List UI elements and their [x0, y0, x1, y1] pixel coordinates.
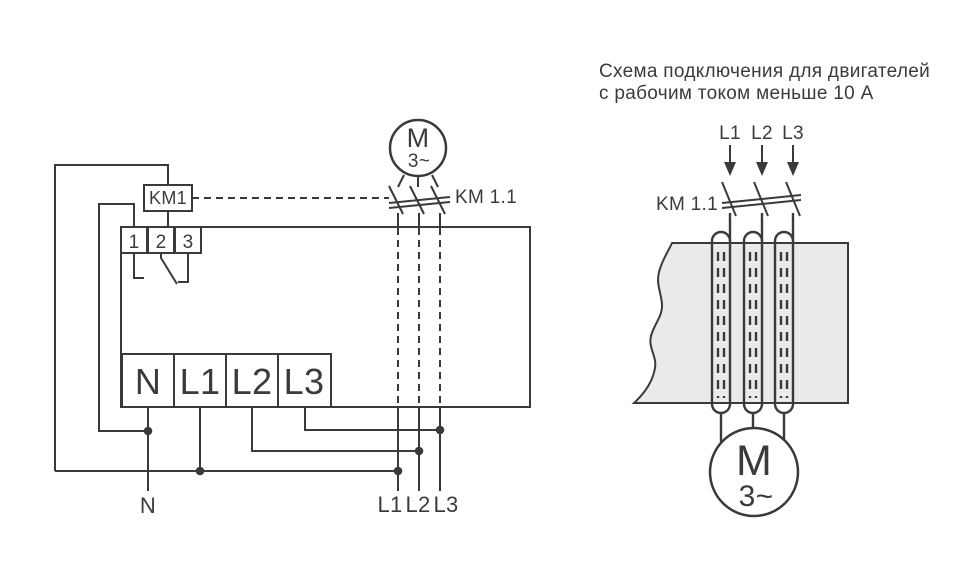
right-l2-label: L2	[751, 123, 773, 144]
terminal-l1-box	[173, 353, 227, 408]
title-line-1: Схема подключения для двигателей	[599, 61, 930, 82]
junction-dot-l1-phase	[393, 466, 403, 476]
relay-contact-nc	[133, 253, 144, 279]
terminal-l3-box	[277, 353, 332, 408]
km1-coil-box	[143, 184, 193, 212]
outer-feed-wire	[54, 164, 169, 471]
right-diagram: Схема подключения для двигателей с рабоч…	[599, 61, 930, 518]
km11-blade-3	[430, 185, 446, 215]
bottom-l1-label: L1	[377, 492, 402, 517]
loop2-bottom-arc	[742, 403, 764, 415]
km1-coil-label: KM1	[149, 188, 187, 208]
inner-feed-wire	[98, 203, 148, 432]
right-l1-label: L1	[719, 123, 741, 144]
terminal-l2-label: L2	[232, 361, 273, 402]
relay-terminal-3-label: 3	[183, 232, 194, 253]
right-motor-letter: M	[736, 437, 772, 485]
relay-contact-no	[178, 253, 189, 283]
junction-dot-n	[143, 426, 153, 436]
motor-lead-1	[397, 174, 405, 188]
l1-arrow-head	[724, 162, 736, 176]
loop3-top-arc	[773, 230, 795, 242]
l2-arrow-head	[756, 162, 768, 176]
right-motor-phase: 3~	[739, 480, 774, 513]
junction-dot-l3-phase	[435, 425, 445, 435]
bottom-n-label: N	[140, 493, 156, 518]
loop3-bottom-arc	[773, 403, 795, 415]
l3-arrow-head	[787, 162, 799, 176]
relay-terminal-2-label: 2	[156, 232, 167, 253]
relay-terminal-3-box	[174, 226, 202, 254]
km11-linkage-bottom	[388, 201, 451, 209]
title-line-2: с рабочим током меньше 10 А	[599, 83, 874, 104]
bottom-l2-label: L2	[405, 492, 430, 517]
left-diagram: KM1 1 2 3 N L1 L2 L3 M 3~	[54, 118, 531, 518]
right-km11-blade-3	[785, 181, 801, 217]
junction-dot-l1-terminal	[195, 466, 205, 476]
loop2-top-arc	[742, 230, 764, 242]
right-km11-linkage-bottom	[721, 199, 802, 209]
right-km11-blade-1	[721, 181, 737, 217]
km11-blade-1	[388, 185, 404, 215]
motor-lead-3	[431, 174, 439, 188]
relay-terminal-1-label: 1	[129, 232, 140, 253]
right-km11-linkage-top	[721, 194, 802, 204]
overload-device-body	[631, 242, 849, 404]
terminal-n-label: N	[135, 361, 161, 402]
l3-terminal-wire	[304, 407, 440, 431]
left-motor-phase: 3~	[408, 151, 430, 172]
relay-contact-blade	[160, 253, 178, 285]
terminal-l3-label: L3	[284, 361, 325, 402]
loop1-top-arc	[710, 230, 732, 242]
right-l3-label: L3	[782, 123, 804, 144]
left-motor-letter: M	[407, 123, 430, 153]
right-km11-label: KM 1.1	[656, 194, 718, 215]
l2-terminal-wire	[251, 407, 419, 452]
terminal-l1-label: L1	[180, 361, 221, 402]
right-motor-circle	[708, 426, 800, 518]
junction-dot-l2-phase	[414, 446, 424, 456]
bottom-l3-label: L3	[433, 492, 458, 517]
loop1-bottom-arc	[710, 403, 732, 415]
left-km11-label: KM 1.1	[455, 187, 517, 208]
km11-linkage-top	[388, 196, 451, 204]
